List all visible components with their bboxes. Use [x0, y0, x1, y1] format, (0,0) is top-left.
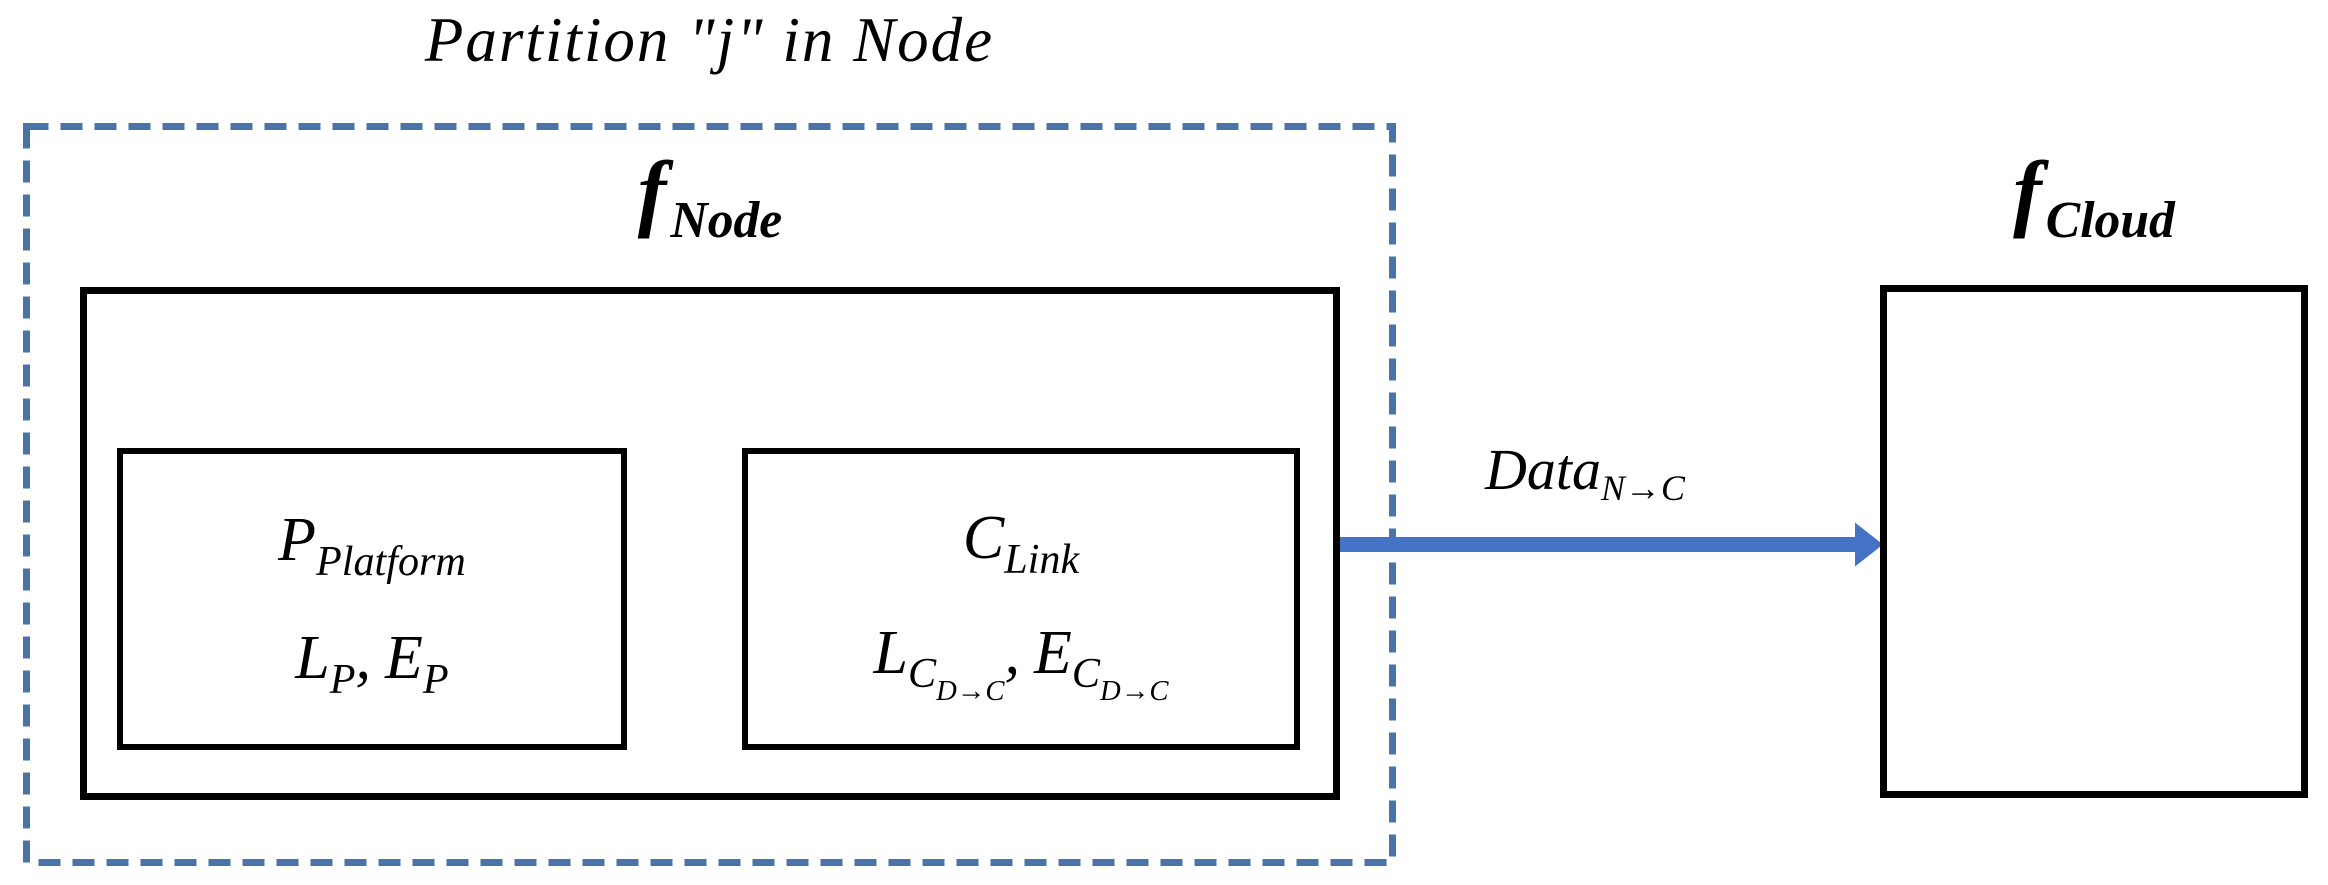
link-latency-sub-base: C	[907, 650, 937, 698]
link-name-base: C	[962, 503, 1005, 572]
link-name: CLink	[962, 503, 1079, 580]
data-flow-arrow-head	[1855, 522, 1883, 567]
platform-latency-base: L	[295, 623, 330, 692]
node-function-label: fNode	[80, 142, 1340, 246]
platform-name: PPlatform	[278, 506, 466, 582]
data-flow-arrow	[1340, 522, 1883, 567]
platform-metrics: LP,EP	[295, 623, 448, 700]
link-energy-base: E	[1034, 618, 1072, 687]
link-latency-sub: CD→C	[907, 650, 1005, 706]
link-energy-subsub: D→C	[1100, 675, 1169, 708]
link-latency-subsub: D→C	[936, 675, 1005, 708]
link-name-sub: Link	[1004, 535, 1080, 583]
platform-box: PPlatform LP,EP	[117, 448, 627, 750]
node-function-sub: Node	[670, 191, 783, 249]
data-flow-label: DataN→C	[1390, 436, 1780, 506]
data-flow-sub: N→C	[1601, 467, 1685, 508]
platform-metrics-separator: ,	[355, 623, 372, 692]
link-metrics: LCD→C,ECD→C	[873, 618, 1168, 706]
platform-latency-sub: P	[329, 655, 356, 703]
data-flow-base: Data	[1485, 437, 1602, 502]
diagram-title: Partition "j" in Node	[424, 5, 995, 75]
cloud-function-box	[1880, 285, 2308, 798]
cloud-function-sub: Cloud	[2045, 191, 2175, 249]
platform-name-sub: Platform	[315, 538, 466, 586]
platform-energy-sub: P	[422, 655, 449, 703]
cloud-function-label: fCloud	[1880, 142, 2308, 246]
link-energy-sub-base: C	[1071, 650, 1101, 698]
platform-name-base: P	[278, 506, 316, 575]
cloud-function-base: f	[2013, 143, 2042, 239]
node-function-base: f	[637, 143, 667, 239]
data-flow-arrow-shaft	[1340, 537, 1857, 552]
link-box: CLink LCD→C,ECD→C	[742, 448, 1300, 750]
link-energy-sub: CD→C	[1071, 650, 1169, 706]
link-metrics-separator: ,	[1004, 618, 1021, 687]
platform-energy-base: E	[385, 623, 423, 692]
link-latency-base: L	[873, 618, 908, 687]
